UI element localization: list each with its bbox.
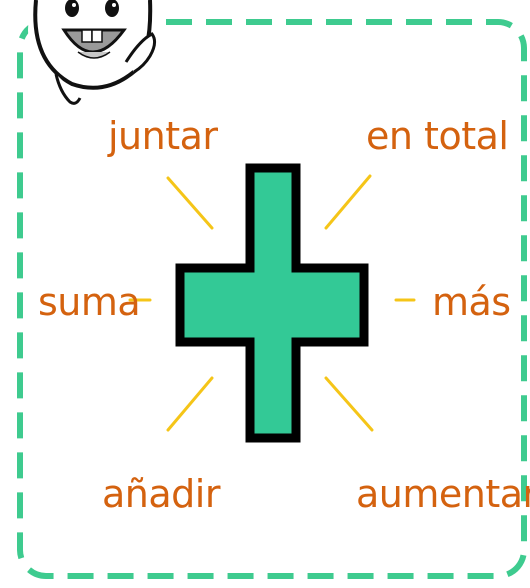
- word-en-total: en total: [366, 114, 509, 158]
- dashed-border: [17, 19, 527, 579]
- plus-sign-icon: [175, 163, 369, 443]
- word-juntar: juntar: [108, 114, 218, 158]
- cartoon-mascot-icon: [28, 0, 157, 105]
- ray-bottom-left: [166, 376, 214, 432]
- ray-top-left: [166, 176, 214, 230]
- word-mas: más: [432, 280, 511, 324]
- word-anadir: añadir: [102, 472, 220, 516]
- word-aumentar: aumentar: [356, 472, 530, 516]
- rays: [128, 174, 416, 432]
- word-suma: suma: [38, 280, 141, 324]
- ray-bottom-right: [324, 376, 374, 432]
- ray-top-right: [324, 174, 372, 230]
